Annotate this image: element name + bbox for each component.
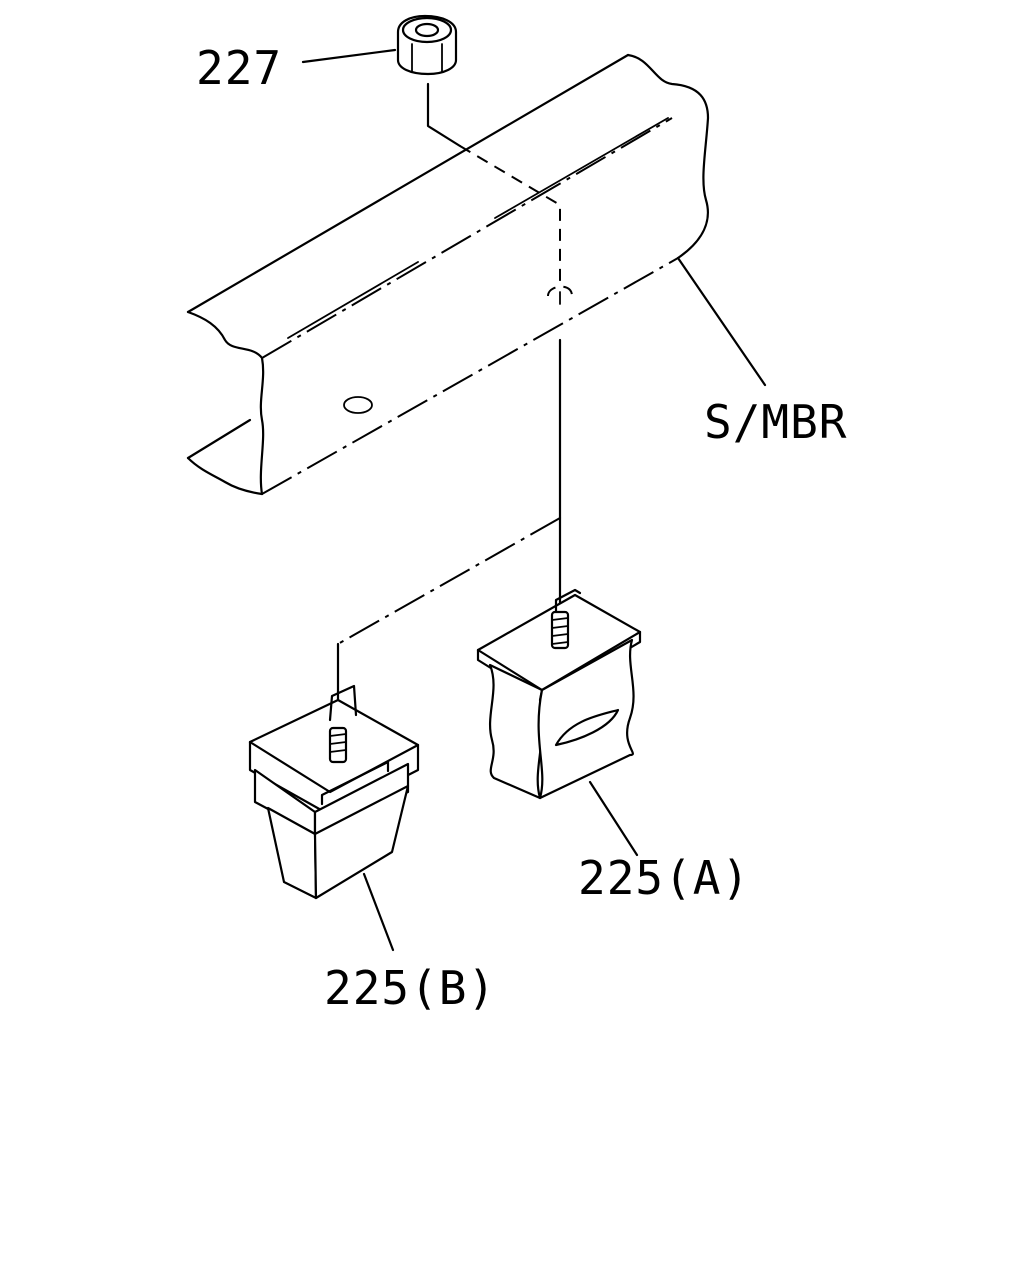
callout-225b: 225(B)	[324, 961, 496, 1015]
leader-smbr	[676, 256, 767, 387]
callout-225a: 225(A)	[578, 851, 750, 905]
side-member	[186, 53, 710, 496]
nut-227	[396, 14, 458, 76]
callout-smbr: S/MBR	[704, 395, 847, 449]
mount-225a	[476, 588, 642, 800]
leader-227	[301, 48, 397, 64]
leader-lines	[301, 48, 767, 952]
leader-225b	[362, 872, 395, 952]
leader-225a	[588, 780, 639, 857]
assembly-centerlines	[336, 82, 562, 722]
mount-225b	[248, 684, 420, 900]
callout-227: 227	[196, 41, 282, 95]
